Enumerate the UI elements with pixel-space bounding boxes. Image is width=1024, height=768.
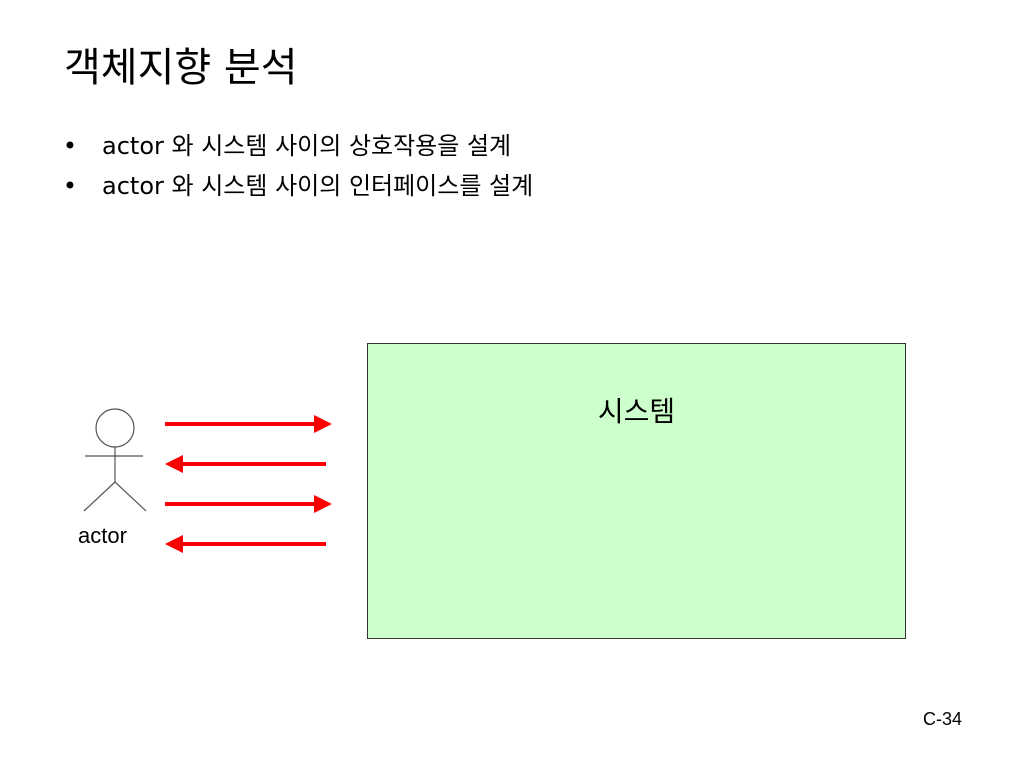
actor-label: actor <box>78 523 127 548</box>
actor-right-leg <box>114 481 147 512</box>
bullet-list: • actor 와 시스템 사이의 상호작용을 설계 • actor 와 시스템… <box>60 126 533 206</box>
arrow-to-system <box>165 495 332 513</box>
actor-left-leg <box>83 481 116 512</box>
slide-title: 객체지향 분석 <box>64 45 298 91</box>
bullet-dot-icon: • <box>62 132 78 160</box>
actor-head <box>95 408 135 448</box>
arrow-head-icon <box>314 415 332 433</box>
system-box: 시스템 <box>367 343 906 639</box>
bullet-dot-icon: • <box>62 172 78 200</box>
page-number: C-34 <box>922 709 962 729</box>
arrow-to-system <box>165 415 332 433</box>
arrow-head-icon <box>165 535 183 553</box>
arrow-to-actor <box>165 535 326 553</box>
arrow-head-icon <box>314 495 332 513</box>
bullet-text: actor 와 시스템 사이의 상호작용을 설계 <box>102 132 512 160</box>
bullet-item: • actor 와 시스템 사이의 상호작용을 설계 <box>60 126 533 166</box>
system-label: 시스템 <box>597 395 676 428</box>
arrow-to-actor <box>165 455 326 473</box>
arrow-group <box>165 415 332 553</box>
bullet-item: • actor 와 시스템 사이의 인터페이스를 설계 <box>60 166 533 206</box>
arrow-head-icon <box>165 455 183 473</box>
bullet-text: actor 와 시스템 사이의 인터페이스를 설계 <box>102 172 534 200</box>
actor-stick-figure-icon <box>83 408 147 512</box>
